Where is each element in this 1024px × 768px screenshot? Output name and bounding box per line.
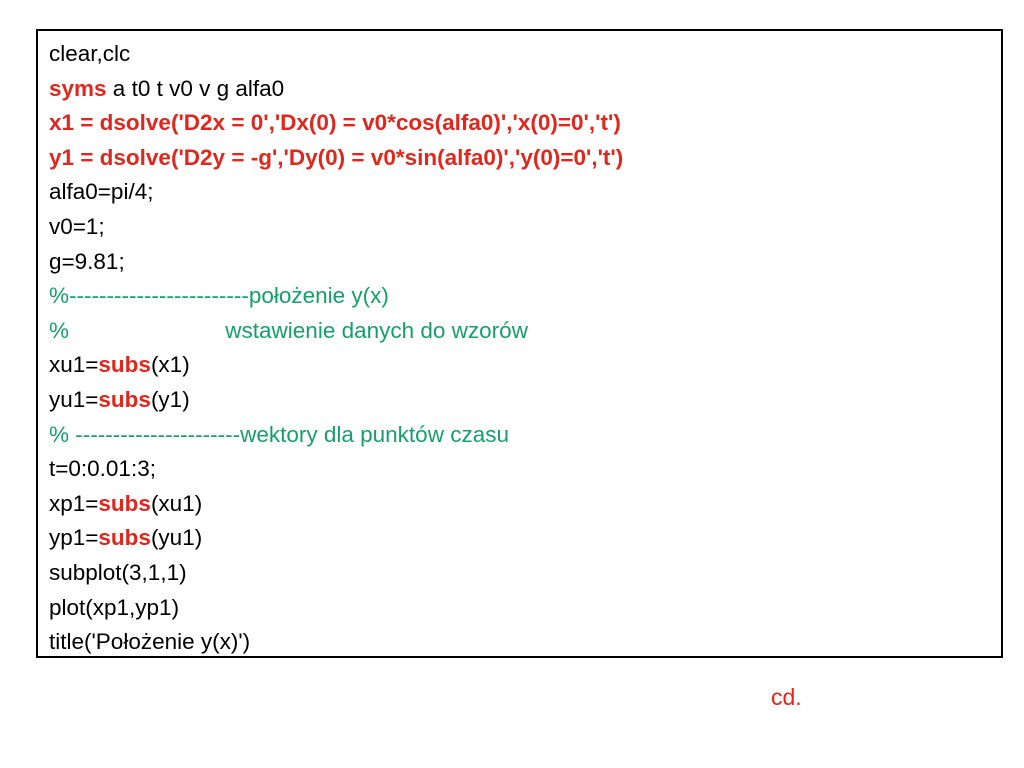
code-line-y1-dsolve: y1 = dsolve('D2y = -g','Dy(0) = v0*sin(a…: [49, 141, 623, 176]
code-text: alfa0=pi/4;: [49, 179, 154, 205]
code-text: yu1=: [49, 386, 99, 412]
comment-text: %------------------------położenie y(x): [49, 283, 389, 309]
code-text: a t0 t v0 v g alfa0: [106, 75, 285, 101]
subs-keyword: subs: [98, 525, 151, 551]
code-line-g: g=9.81;: [49, 245, 623, 280]
code-line-x1-dsolve: x1 = dsolve('D2x = 0','Dx(0) = v0*cos(al…: [49, 106, 623, 141]
code-line-syms: syms a t0 t v0 v g alfa0: [49, 72, 623, 107]
comment-text: % ----------------------wektory dla punk…: [49, 421, 509, 447]
code-line-v0: v0=1;: [49, 210, 623, 245]
code-text: xu1=: [49, 352, 99, 378]
dsolve-y-command: y1 = dsolve('D2y = -g','Dy(0) = v0*sin(a…: [49, 144, 624, 170]
code-text: (yu1): [150, 525, 203, 551]
syms-keyword: syms: [49, 75, 107, 101]
code-line-comment-polozenie: %------------------------położenie y(x): [49, 279, 623, 314]
code-text: (y1): [150, 386, 190, 412]
code-text: plot(xp1,yp1): [49, 594, 180, 620]
code-text: yp1=: [49, 525, 99, 551]
code-text: xp1=: [49, 490, 99, 516]
code-text: title('Położenie y(x)'): [49, 629, 251, 655]
code-text: (xu1): [150, 490, 203, 516]
code-text: t=0:0.01:3;: [49, 456, 156, 482]
code-text: (x1): [150, 352, 190, 378]
code-line-xu1: xu1=subs(x1): [49, 348, 623, 383]
continued-label: cd.: [771, 684, 802, 710]
code-line-clear: clear,clc: [49, 37, 623, 72]
code-line-yp1: yp1=subs(yu1): [49, 521, 623, 556]
code-line-xp1: xp1=subs(xu1): [49, 487, 623, 522]
code-line-t: t=0:0.01:3;: [49, 452, 623, 487]
code-text: subplot(3,1,1): [49, 559, 187, 585]
code-text: clear,clc: [49, 41, 131, 66]
code-lines: clear,clc syms a t0 t v0 v g alfa0 x1 = …: [49, 37, 623, 660]
code-listing-box: clear,clc syms a t0 t v0 v g alfa0 x1 = …: [36, 29, 1003, 658]
comment-text: % wstawienie danych do wzorów: [49, 317, 528, 343]
dsolve-x-command: x1 = dsolve('D2x = 0','Dx(0) = v0*cos(al…: [49, 110, 621, 136]
code-line-comment-wstawienie: % wstawienie danych do wzorów: [49, 314, 623, 349]
subs-keyword: subs: [98, 386, 151, 412]
subs-keyword: subs: [98, 490, 151, 516]
code-line-title: title('Położenie y(x)'): [49, 625, 623, 660]
code-line-comment-wektory: % ----------------------wektory dla punk…: [49, 418, 623, 453]
code-text: v0=1;: [49, 213, 105, 239]
code-line-yu1: yu1=subs(y1): [49, 383, 623, 418]
code-text: g=9.81;: [49, 248, 125, 274]
subs-keyword: subs: [98, 352, 151, 378]
code-line-plot: plot(xp1,yp1): [49, 591, 623, 626]
code-line-subplot: subplot(3,1,1): [49, 556, 623, 591]
code-line-alfa0: alfa0=pi/4;: [49, 175, 623, 210]
